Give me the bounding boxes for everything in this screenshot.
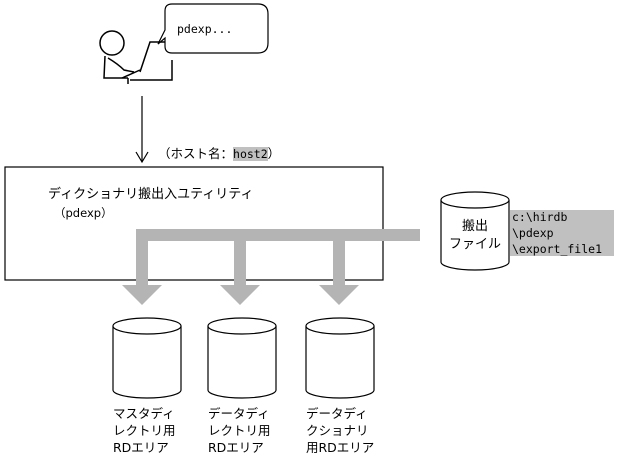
speech-bubble xyxy=(157,3,269,54)
rd-area-caption-data-dictionary: データディ クショナリ 用RDエリア xyxy=(306,405,374,456)
file-path-line1: c:\hirdb xyxy=(512,210,568,224)
file-path-line2: \pdexp xyxy=(512,226,554,240)
export-file-cylinder xyxy=(440,191,510,271)
caption-line: データディ xyxy=(306,406,368,421)
bubble-command-text: pdexp... xyxy=(177,22,233,36)
caption-line: マスタディ xyxy=(113,406,175,421)
export-file-label-line1: 搬出 xyxy=(462,219,489,234)
host-label-suffix: ） xyxy=(267,146,281,161)
rd-area-cylinder-data-directory xyxy=(207,317,277,399)
caption-line: 用RDエリア xyxy=(306,440,375,455)
file-path-highlight xyxy=(510,210,614,256)
caption-line: レクトリ用 xyxy=(208,423,271,438)
caption-line: RDエリア xyxy=(208,440,264,455)
rd-area-cylinder-data-dictionary xyxy=(305,317,375,399)
utility-box xyxy=(4,166,384,281)
caption-line: RDエリア xyxy=(113,440,169,455)
utility-command: （pdexp） xyxy=(54,206,113,220)
rd-area-caption-master: マスタディ レクトリ用 RDエリア xyxy=(113,405,176,456)
utility-title: ディクショナリ搬出入ユティリティ xyxy=(48,187,254,202)
command-arrow xyxy=(135,96,149,164)
caption-line: クショナリ xyxy=(306,423,369,438)
person-at-terminal-icon xyxy=(99,30,173,84)
host-label-prefix: （ホスト名： xyxy=(158,146,234,161)
file-path-line3: \export_file1 xyxy=(512,242,603,256)
rd-area-caption-data-directory: データディ レクトリ用 RDエリア xyxy=(208,405,271,456)
host-label: （ホスト名：host2） xyxy=(158,146,280,162)
caption-line: データディ xyxy=(208,406,270,421)
rd-area-cylinder-master xyxy=(112,317,182,399)
export-file-label-line2: ファイル xyxy=(449,237,502,252)
export-flow-arrows xyxy=(122,229,420,305)
host-name: host2 xyxy=(233,147,268,161)
caption-line: レクトリ用 xyxy=(113,423,176,438)
